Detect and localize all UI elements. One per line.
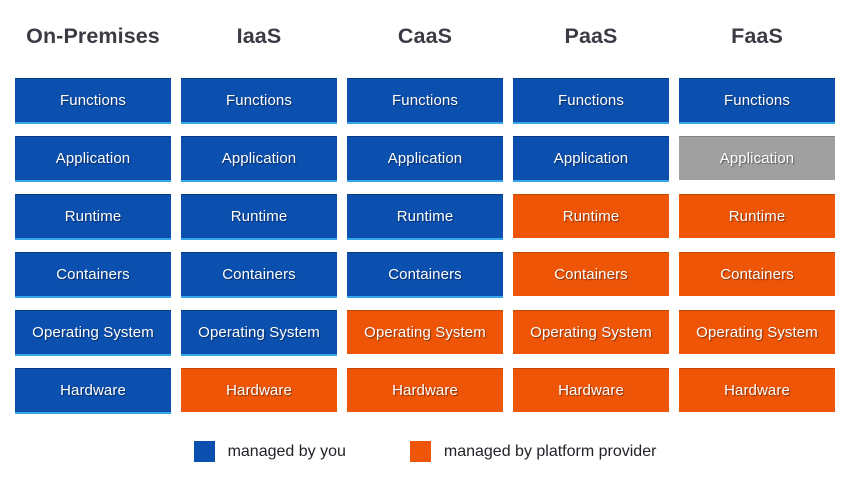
legend-label-managed-by-you: managed by you xyxy=(227,442,346,460)
cell-iaas-runtime: Runtime xyxy=(181,194,337,240)
cell-caas-functions: Functions xyxy=(347,78,503,124)
grid-row-runtime: Runtime Runtime Runtime Runtime Runtime xyxy=(15,194,835,240)
cell-faas-functions: Functions xyxy=(679,78,835,124)
legend-swatch-orange-icon xyxy=(409,441,431,462)
cell-iaas-application: Application xyxy=(181,136,337,182)
legend-item-managed-by-platform-provider: managed by platform provider xyxy=(409,441,657,462)
cell-iaas-hardware: Hardware xyxy=(181,368,337,414)
cell-on-premises-application: Application xyxy=(15,136,171,182)
cell-faas-containers: Containers xyxy=(679,252,835,298)
cell-on-premises-runtime: Runtime xyxy=(15,194,171,240)
cell-faas-application: Application xyxy=(679,136,835,182)
cell-caas-runtime: Runtime xyxy=(347,194,503,240)
cell-faas-operating-system: Operating System xyxy=(679,310,835,356)
column-header-on-premises: On-Premises xyxy=(26,24,160,49)
column-header-iaas: IaaS xyxy=(236,24,282,49)
cell-iaas-containers: Containers xyxy=(181,252,337,298)
legend-item-managed-by-you: managed by you xyxy=(193,441,346,462)
cell-paas-functions: Functions xyxy=(513,78,669,124)
grid-row-operating-system: Operating System Operating System Operat… xyxy=(15,310,835,356)
cell-on-premises-functions: Functions xyxy=(15,78,171,124)
cell-caas-containers: Containers xyxy=(347,252,503,298)
legend-swatch-blue-icon xyxy=(193,441,215,462)
cell-paas-runtime: Runtime xyxy=(513,194,669,240)
responsibility-matrix-diagram: On-Premises IaaS CaaS PaaS FaaS Function… xyxy=(15,0,835,478)
column-header-caas: CaaS xyxy=(397,24,453,49)
cell-on-premises-hardware: Hardware xyxy=(15,368,171,414)
cell-caas-operating-system: Operating System xyxy=(347,310,503,356)
cell-caas-application: Application xyxy=(347,136,503,182)
legend-label-managed-by-platform-provider: managed by platform provider xyxy=(443,442,657,460)
column-header-paas: PaaS xyxy=(564,24,618,49)
cell-paas-application: Application xyxy=(513,136,669,182)
grid-row-application: Application Application Application Appl… xyxy=(15,136,835,182)
grid-row-hardware: Hardware Hardware Hardware Hardware Hard… xyxy=(15,368,835,414)
cell-on-premises-containers: Containers xyxy=(15,252,171,298)
cell-on-premises-operating-system: Operating System xyxy=(15,310,171,356)
cell-caas-hardware: Hardware xyxy=(347,368,503,414)
cell-paas-hardware: Hardware xyxy=(513,368,669,414)
cell-iaas-operating-system: Operating System xyxy=(181,310,337,356)
cell-paas-operating-system: Operating System xyxy=(513,310,669,356)
grid-row-containers: Containers Containers Containers Contain… xyxy=(15,252,835,298)
grid-row-functions: Functions Functions Functions Functions … xyxy=(15,78,835,124)
column-header-row: On-Premises IaaS CaaS PaaS FaaS xyxy=(15,0,835,78)
stack-grid: Functions Functions Functions Functions … xyxy=(15,78,835,414)
cell-faas-hardware: Hardware xyxy=(679,368,835,414)
column-header-faas: FaaS xyxy=(731,24,783,49)
cell-paas-containers: Containers xyxy=(513,252,669,298)
cell-faas-runtime: Runtime xyxy=(679,194,835,240)
legend: managed by you managed by platform provi… xyxy=(15,441,835,462)
cell-iaas-functions: Functions xyxy=(181,78,337,124)
